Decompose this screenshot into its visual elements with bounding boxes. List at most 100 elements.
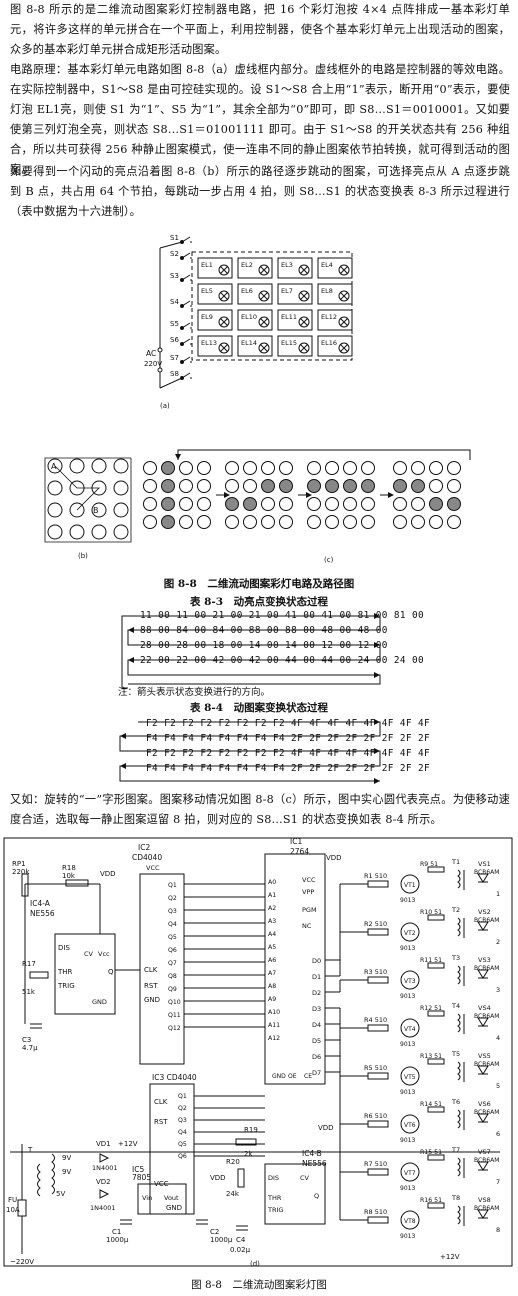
transformer-label: T3 [451, 954, 460, 962]
ic4b-label: IC4-B [302, 1149, 322, 1158]
lamp-cross [300, 318, 308, 326]
figure-b-label: (b) [78, 552, 88, 560]
thyristor-5 [477, 1065, 489, 1075]
dark-node [393, 461, 407, 475]
lit-node [161, 497, 175, 511]
ic1-pin-pgm: PGM [302, 906, 317, 914]
ic1-address-pin: A8 [268, 983, 276, 990]
ic3-q-output: Q5 [178, 1141, 187, 1148]
r17-value: 51k [22, 988, 36, 996]
ic4b-pin-cv: CV [300, 1174, 310, 1182]
transistor-label: VT5 [404, 1074, 416, 1081]
transistor-part: 9013 [400, 945, 415, 952]
ic5-pin-vout: Vout [164, 1194, 179, 1202]
dark-node [261, 515, 275, 529]
collector-resistor [427, 1154, 445, 1161]
switch-label-s5: S5 [170, 320, 179, 328]
lit-node [411, 479, 425, 493]
transistor-label: VT4 [404, 1026, 416, 1033]
switch-blade [181, 322, 191, 329]
thyristor-part: BCR6AM [474, 1013, 499, 1020]
vdd-label: VDD [100, 870, 116, 878]
principle-paragraph: 电路原理：基本彩灯单元电路如图 8-8（a）虚线框内部分。虚线框外的电路是控制器… [10, 63, 510, 176]
lamp-cell [197, 257, 233, 279]
ic2-q-output: Q8 [168, 973, 177, 980]
r18-value: 10k [62, 872, 76, 880]
fuse-label: FU [8, 1196, 17, 1204]
ic1-address-pin: A9 [268, 996, 276, 1003]
thyristor-part: BCR6AM [474, 869, 499, 876]
fuse-rating: 10A [6, 1206, 20, 1214]
path-node [69, 524, 85, 540]
lamp-label: EL1 [201, 261, 213, 269]
ic1-address-pin: A3 [268, 918, 276, 925]
transistor-part: 9013 [400, 993, 415, 1000]
ic2-pin-clk: CLK [144, 966, 158, 974]
dark-node [343, 497, 357, 511]
table-8-3-row: 11 00 11 00 21 00 21 00 41 00 41 00 81 0… [140, 610, 425, 621]
dark-node [411, 497, 425, 511]
lamp-label: EL14 [241, 339, 257, 347]
transistor-part: 9013 [400, 1233, 415, 1240]
thyristor-part: BCR6AM [474, 1157, 499, 1164]
lamp-cell [317, 257, 353, 279]
dark-node [243, 515, 257, 529]
ic1-data-pin: D4 [312, 1021, 321, 1029]
switch-label-s3: S3 [170, 272, 179, 280]
lamp-cross [340, 266, 348, 274]
ic1-pin-vpp: VPP [302, 888, 314, 896]
ic5-regulator [137, 1183, 187, 1215]
switch-blade [181, 252, 191, 259]
dark-node [447, 515, 461, 529]
diode-vd1 [99, 1153, 110, 1163]
ic1-data-pin: D3 [312, 1005, 321, 1013]
ic5-part: 7805 [132, 1173, 151, 1182]
c4-label: C4 [236, 1236, 246, 1244]
dark-node [279, 515, 293, 529]
transistor-1 [400, 874, 420, 894]
ic2-pin-rst: RST [144, 982, 158, 990]
rp1-value: 220k [12, 868, 30, 876]
ic1-pin-vcc: VCC [302, 876, 316, 884]
transformer-label: T7 [451, 1146, 460, 1154]
winding-5v: 5V [56, 1190, 65, 1198]
ic1-eprom [264, 853, 326, 1085]
table-8-4-row: F4 F4 F4 F4 F4 F4 F4 F4 2F 2F 2F 2F 2F 2… [146, 763, 431, 774]
ic2-q-output: Q10 [168, 999, 181, 1006]
dark-node [225, 461, 239, 475]
ic5-label: IC5 [132, 1165, 144, 1174]
ic2-chip [139, 873, 185, 1065]
ic4a-pin-q: Q [108, 968, 114, 976]
base-resistor [367, 928, 389, 936]
dark-node [261, 497, 275, 511]
lamp-cross [300, 266, 308, 274]
ic2-q-output: Q6 [168, 947, 177, 954]
dark-node [179, 497, 193, 511]
output-terminal-number: 4 [496, 1034, 500, 1042]
lamp-cell [237, 335, 273, 357]
ic4a-pin-gnd: GND [92, 998, 107, 1006]
lamp-label: EL6 [241, 287, 253, 295]
base-resistor [367, 1120, 389, 1128]
transformer-label: T2 [451, 906, 460, 914]
dark-node [447, 461, 461, 475]
path-node [47, 480, 63, 496]
thyristor-2 [477, 921, 489, 931]
path-node [47, 502, 63, 518]
base-resistor-label: R6 510 [364, 1112, 387, 1120]
switch-label-s1: S1 [170, 234, 179, 242]
r19-resistor [235, 1138, 257, 1146]
thyristor-label: VS8 [478, 1196, 491, 1204]
ic2-q-output: Q5 [168, 934, 177, 941]
base-resistor [367, 976, 389, 984]
thyristor-label: VS3 [478, 956, 491, 964]
ic1-address-pin: A6 [268, 957, 276, 964]
transformer-coil [457, 1013, 461, 1033]
transistor-3 [400, 970, 420, 990]
collector-resistor [427, 1058, 445, 1065]
r19-label: R19 [244, 1126, 258, 1134]
ic3-q-output: Q3 [178, 1117, 187, 1124]
collector-resistor [427, 962, 445, 969]
ic1-pin-oe: OE [288, 1073, 297, 1080]
